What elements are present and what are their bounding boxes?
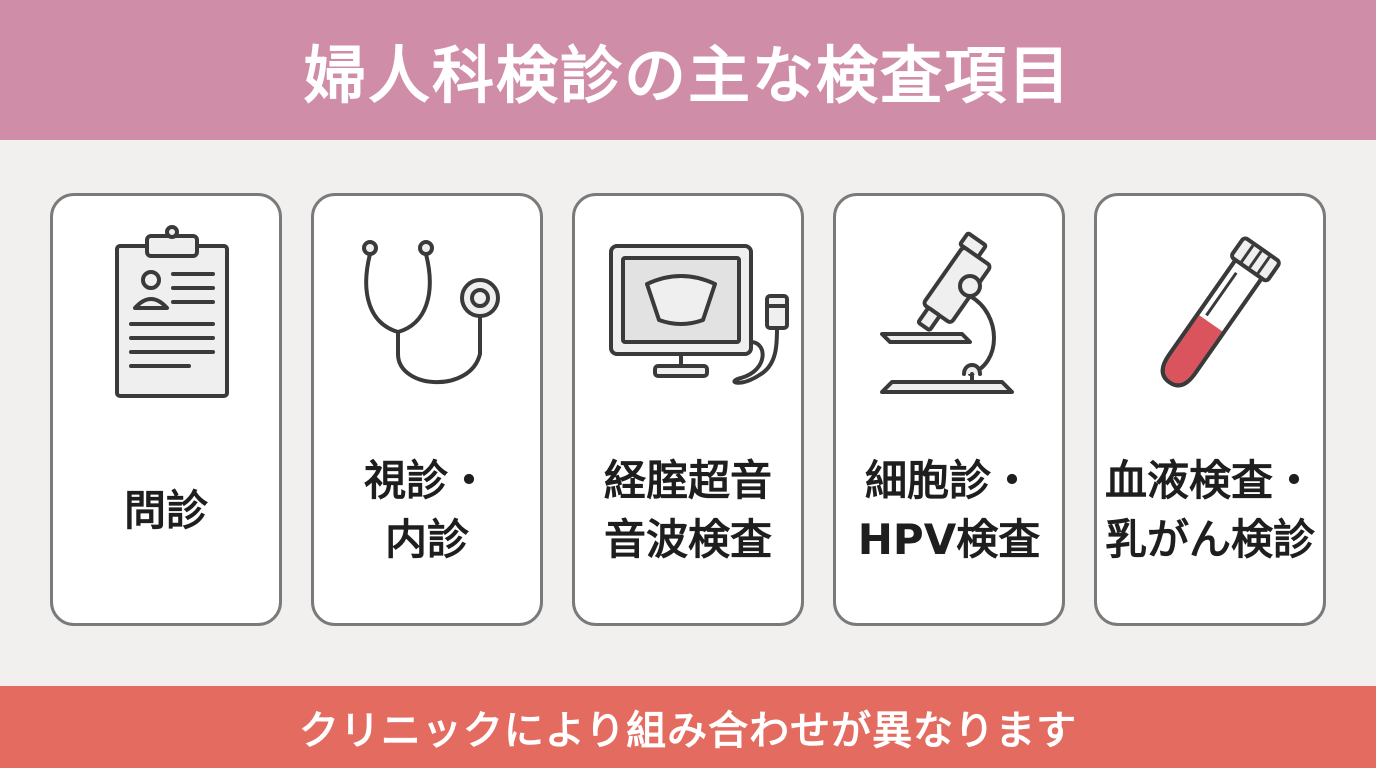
exam-card-label: 視診・ 内診 [363, 456, 490, 564]
header-banner: 婦人科検診の主な検査項目 [0, 0, 1376, 140]
footer-banner: クリニックにより組み合わせが異なります [0, 686, 1376, 768]
exam-card-label: 血液検査・ 乳がん検診 [1104, 456, 1315, 564]
exam-card-list: 問診 視診・ 内診 [50, 193, 1326, 630]
exam-card-label: 問診 [123, 485, 208, 535]
exam-card-blood-breast: 血液検査・ 乳がん検診 [1094, 193, 1326, 626]
stethoscope-icon [330, 224, 530, 404]
page-title: 婦人科検診の主な検査項目 [303, 39, 1072, 112]
exam-card-visual-internal: 視診・ 内診 [311, 193, 543, 626]
ultrasound-monitor-icon [591, 224, 791, 404]
exam-card-interview: 問診 [50, 193, 282, 626]
exam-card-ultrasound: 経腟超音 音波検査 [572, 193, 804, 626]
exam-card-label: 経腟超音 音波検査 [603, 456, 772, 564]
clipboard-icon [69, 224, 269, 404]
footer-note: クリニックにより組み合わせが異なります [298, 708, 1078, 754]
blood-test-tube-icon [1113, 224, 1313, 404]
exam-card-cytology-hpv: 細胞診・ HPV検査 [833, 193, 1065, 626]
exam-card-label: 細胞診・ HPV検査 [857, 456, 1041, 564]
microscope-icon [852, 224, 1052, 404]
